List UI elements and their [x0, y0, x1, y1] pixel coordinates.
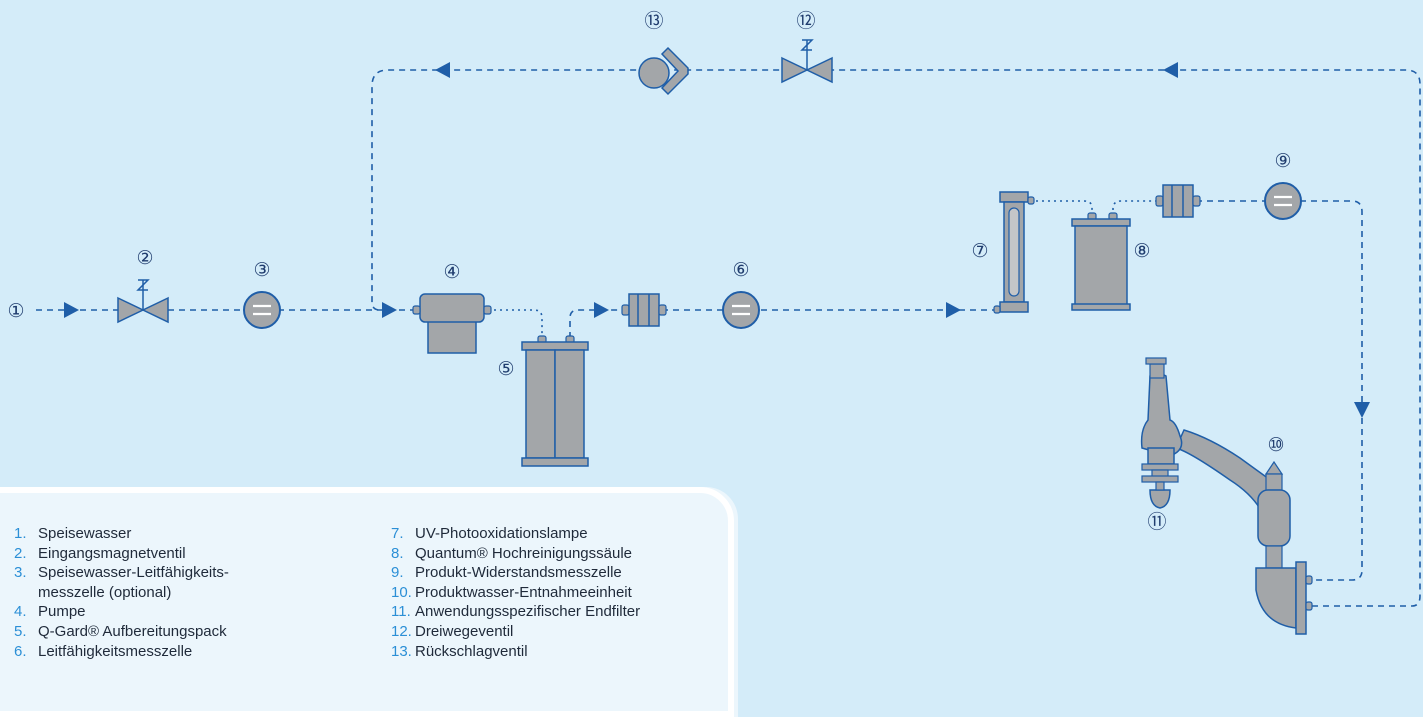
component-number-labels: ① ② ③ ④ ⑤ ⑥ ⑦ ⑧ ⑨ ⑩ ⑪ ⑫ ⑬ — [7, 10, 1291, 533]
water-purification-flow-diagram: ① ② ③ ④ ⑤ ⑥ ⑦ ⑧ ⑨ ⑩ ⑪ ⑫ ⑬ — [7, 10, 1421, 635]
legend-item-5: 5.Q-Gard® Aufbereitungspack — [14, 622, 227, 640]
q-gard-pack — [521, 335, 589, 467]
flow-arrow-6 — [1163, 62, 1178, 78]
pipe-return-loop — [371, 69, 1421, 607]
legend-item-6: 6.Leitfähigkeitsmesszelle — [14, 642, 193, 660]
label-3: ③ — [253, 259, 270, 281]
legend-item-9: 9.Produkt-Widerstandsmesszelle — [391, 564, 622, 582]
quantum-cartridge — [1071, 212, 1131, 311]
label-10: ⑩ — [1267, 434, 1284, 456]
inline-filter-1 — [621, 293, 667, 327]
legend-left-column: 1.Speisewasser 2.Eingangsmagnetventil 3.… — [14, 524, 229, 661]
three-way-valve — [781, 39, 833, 84]
flow-arrow-4 — [946, 302, 961, 318]
label-5: ⑤ — [497, 358, 514, 380]
pipe-qgard-to-conductivity — [569, 309, 625, 338]
legend-item-4: 4.Pumpe — [14, 603, 86, 621]
flow-arrows — [64, 62, 1370, 418]
inline-filter-2 — [1155, 184, 1201, 218]
legend-item-8: 8.Quantum® Hochreinigungssäule — [391, 544, 633, 562]
flow-arrow-2 — [382, 302, 397, 318]
label-12: ⑫ — [796, 10, 815, 32]
flow-arrow-7 — [435, 62, 450, 78]
legend-item-3: 3.Speisewasser-Leitfähigkeits- — [14, 564, 229, 582]
dispenser-arm — [1140, 357, 1277, 513]
legend-item-2: 2.Eingangsmagnetventil — [14, 544, 186, 562]
product-resistivity-cell — [1263, 181, 1303, 221]
legend-panel-background — [0, 487, 738, 717]
label-11: ⑪ — [1147, 511, 1166, 533]
application-endfilter — [1141, 447, 1179, 509]
legend-right-column: 7.UV-Photooxidationslampe 8.Quantum® Hoc… — [391, 524, 640, 661]
pipes — [36, 69, 1421, 607]
conductivity-cell — [721, 290, 761, 330]
legend-item-13: 13.Rückschlagventil — [391, 642, 528, 660]
label-13: ⑬ — [644, 10, 663, 32]
label-4: ④ — [443, 261, 460, 283]
check-valve — [638, 46, 689, 96]
legend-item-7: 7.UV-Photooxidationslampe — [391, 525, 588, 542]
pump — [412, 293, 492, 354]
pipe-quantum-to-filter — [1112, 200, 1158, 216]
pipe-pump-to-qgard — [488, 309, 543, 338]
label-2: ② — [136, 247, 153, 269]
label-6: ⑥ — [732, 259, 749, 281]
label-7: ⑦ — [971, 240, 988, 262]
uv-photooxidation-lamp — [993, 191, 1035, 314]
legend-item-12: 12.Dreiwegeventil — [391, 622, 514, 640]
label-9: ⑨ — [1274, 150, 1291, 172]
product-water-dispenser — [1255, 460, 1313, 635]
legend-item-1: 1.Speisewasser — [14, 525, 132, 542]
inlet-solenoid-valve — [117, 279, 169, 324]
pipe-resistivity-to-dispenser — [1300, 200, 1363, 581]
legend-item-10: 10.Produktwasser-Entnahmeeinheit — [391, 583, 632, 601]
pipe-uv-to-quantum — [1030, 200, 1093, 216]
label-8: ⑧ — [1133, 240, 1150, 262]
flow-arrow-1 — [64, 302, 79, 318]
label-1: ① — [7, 300, 24, 322]
legend-item-11: 11.Anwendungsspezifischer Endfilter — [391, 603, 641, 621]
feed-conductivity-cell — [242, 290, 282, 330]
legend-item-3-continued: messzelle (optional) — [38, 583, 172, 601]
flow-arrow-3 — [594, 302, 609, 318]
flow-arrow-5 — [1354, 402, 1370, 418]
